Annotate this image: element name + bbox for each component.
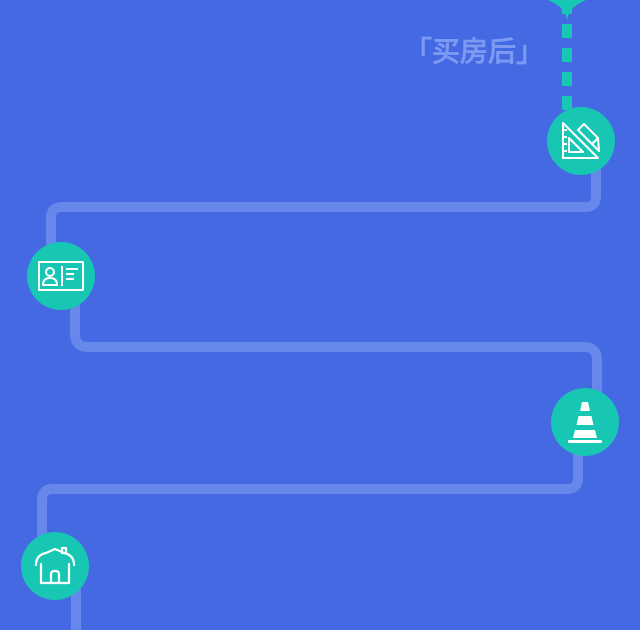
house-icon: [34, 546, 76, 585]
ruler-pencil-icon: [562, 122, 600, 159]
timeline-start-arrow: [548, 0, 586, 22]
milestone-id-card[interactable]: [27, 242, 95, 310]
section-title: 「买房后」: [404, 35, 545, 68]
timeline-route-line: [37, 140, 602, 630]
traffic-cone-icon: [568, 402, 602, 443]
id-card-icon: [38, 261, 84, 291]
milestone-traffic-cone[interactable]: [551, 388, 619, 456]
milestone-house[interactable]: [21, 532, 89, 600]
milestone-ruler-pencil[interactable]: [547, 107, 615, 175]
